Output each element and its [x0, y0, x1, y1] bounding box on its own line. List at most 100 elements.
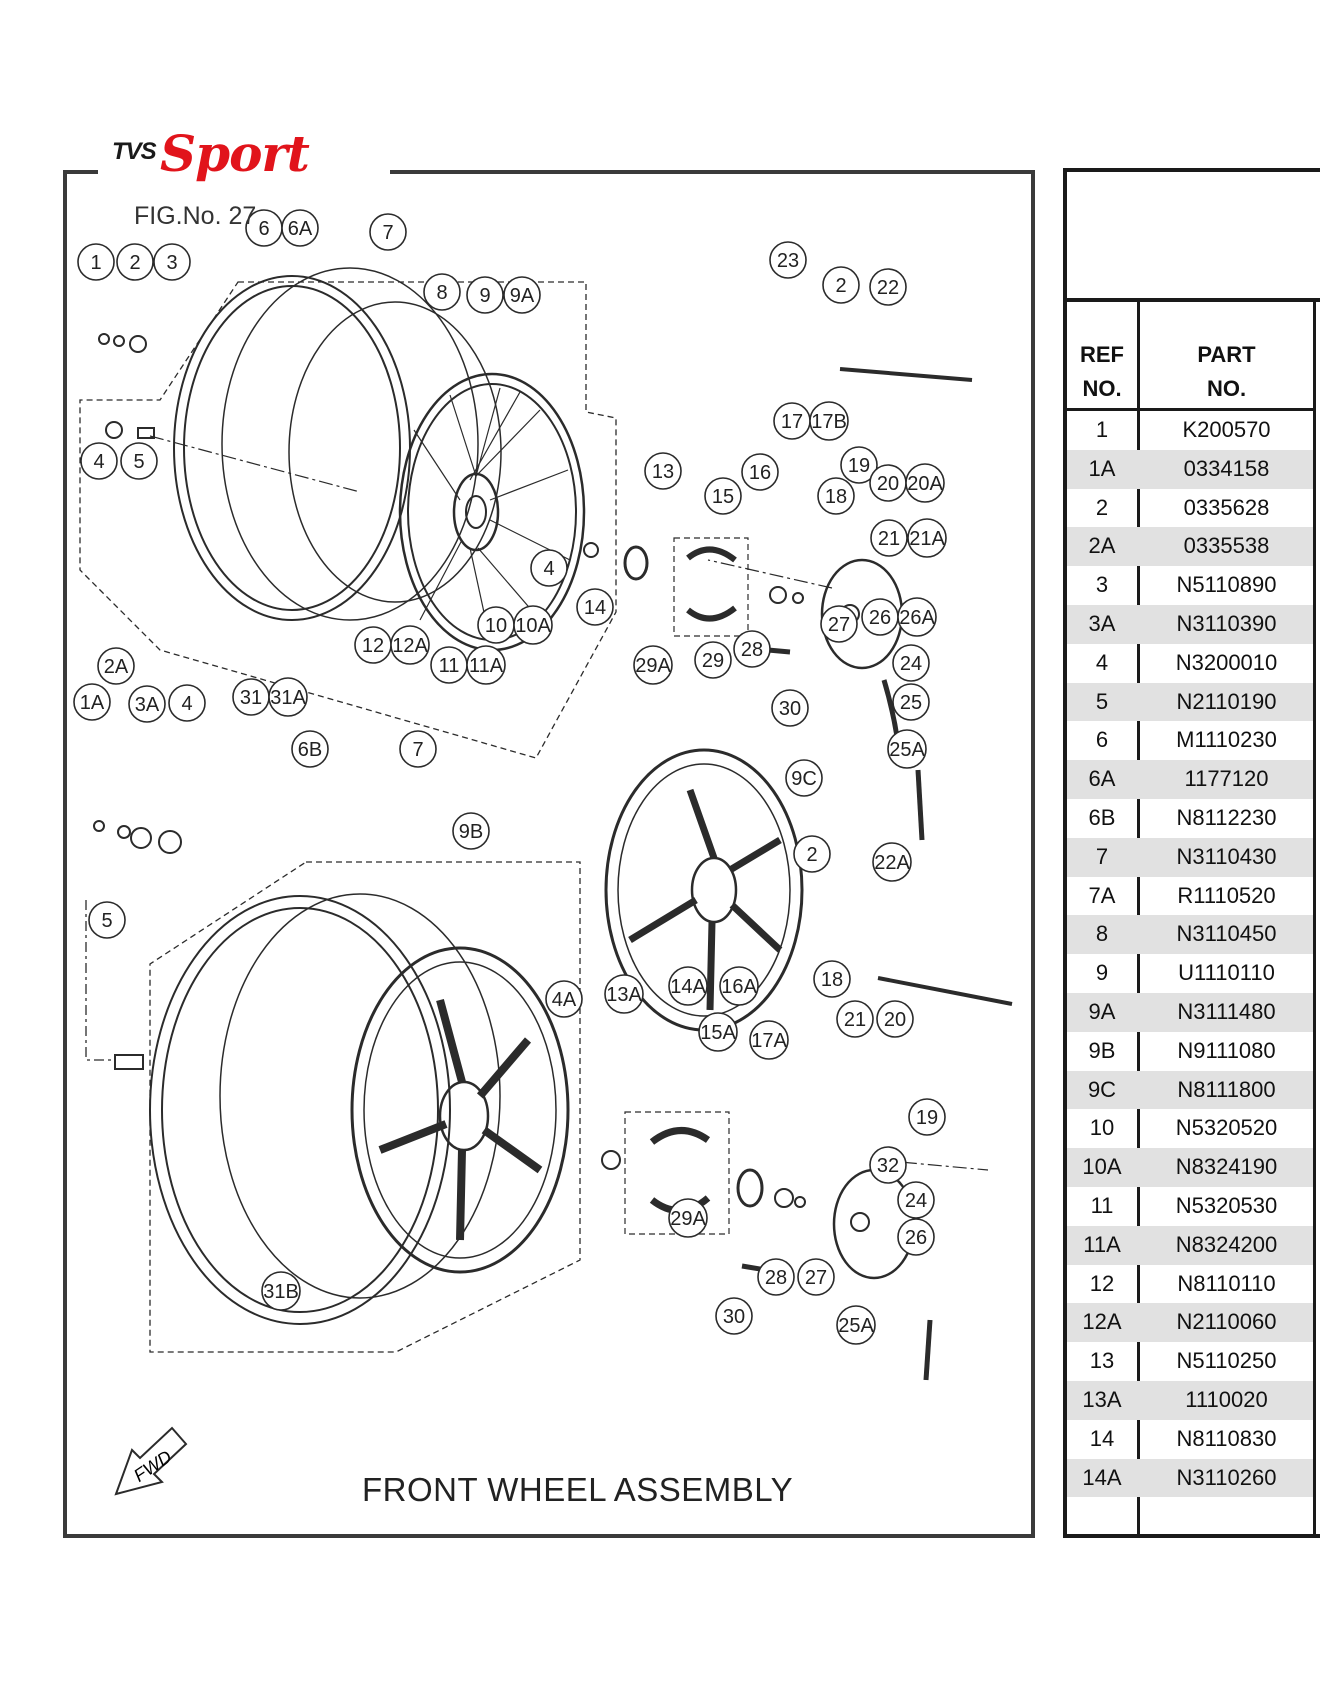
callout-label: 11	[439, 655, 460, 677]
callout-balloon: 26	[861, 598, 899, 636]
lower-wheel-rim	[350, 946, 570, 1274]
callout-balloon: 25	[892, 683, 930, 721]
part-no-cell: N3110430	[1176, 843, 1277, 869]
part-no-cell: 0335628	[1183, 494, 1270, 520]
callout-balloon: 4A	[545, 980, 583, 1018]
callout-balloon: 2	[822, 266, 860, 304]
callout-label: 22	[877, 277, 899, 299]
diagram-frame	[63, 170, 1035, 1538]
callout-balloon: 4	[80, 442, 118, 480]
callout-balloon: 31	[232, 678, 270, 716]
callout-label: 17A	[751, 1030, 787, 1052]
callout-label: 1A	[80, 692, 105, 714]
callout-balloon: 32	[869, 1146, 907, 1184]
callout-balloon: 25A	[836, 1305, 876, 1345]
ref-no-cell: 11A	[1083, 1231, 1121, 1257]
callout-balloon: 21	[870, 519, 908, 557]
callout-balloon: 29A	[633, 645, 673, 685]
callout-balloon: 15A	[698, 1012, 738, 1052]
callout-label: 31B	[263, 1281, 299, 1303]
figure-number: FIG.No. 27	[134, 202, 257, 230]
callout-label: 30	[779, 698, 801, 720]
callout-balloon: 21A	[907, 518, 947, 558]
header-rule	[1067, 408, 1313, 411]
callout-balloon: 27	[820, 605, 858, 643]
callout-label: 17	[781, 411, 803, 433]
callout-balloon: 20A	[905, 463, 945, 503]
callout-label: 21	[844, 1009, 866, 1031]
callout-label: 16A	[721, 976, 757, 998]
callout-label: 4A	[552, 989, 577, 1011]
callout-label: 31	[240, 687, 262, 709]
lower-wheel-tyre	[149, 893, 501, 1325]
callout-label: 18	[821, 969, 843, 991]
callout-label: 7	[382, 222, 393, 244]
part-no-cell: N8111800	[1177, 1076, 1276, 1102]
callout-label: 13	[652, 461, 674, 483]
callout-label: 30	[723, 1306, 745, 1328]
ref-no-cell: 9C	[1087, 1076, 1117, 1102]
ref-no-cell: 3	[1095, 572, 1109, 598]
callout-balloon: 16A	[719, 966, 759, 1006]
callout-label: 19	[916, 1107, 938, 1129]
callout-balloon: 9C	[785, 759, 823, 797]
part-no-cell: 0334158	[1183, 455, 1270, 481]
callout-balloon: 19	[840, 446, 878, 484]
callout-label: 6A	[288, 218, 313, 240]
callout-label: 22A	[874, 852, 910, 874]
callout-label: 24	[905, 1190, 927, 1212]
header-part-line1: PART	[1197, 342, 1256, 367]
table-row: 9C N8111800	[1067, 1070, 1313, 1110]
callout-balloon: 12A	[390, 625, 430, 665]
column-divider	[1313, 298, 1316, 1534]
callout-balloon: 5	[88, 901, 126, 939]
callout-label: 3	[166, 252, 177, 274]
callout-label: 29A	[635, 655, 671, 677]
callout-label: 2	[129, 252, 140, 274]
callout-balloon: 10A	[513, 605, 553, 645]
cast-wheel-9c	[604, 748, 804, 1032]
callout-label: 5	[133, 451, 144, 473]
upper-wheel-tyre	[173, 267, 502, 621]
brand-logo: TVS Sport	[98, 124, 390, 190]
callout-balloon: 9	[466, 276, 504, 314]
callout-balloon: 7	[399, 730, 437, 768]
part-no-cell: N5110250	[1176, 1348, 1277, 1374]
callout-label: 28	[741, 639, 763, 661]
part-no-cell: N3110450	[1176, 921, 1277, 947]
ref-no-cell: 2A	[1088, 533, 1116, 559]
callout-label: 10	[485, 615, 507, 637]
part-no-cell: N9111080	[1177, 1037, 1276, 1063]
part-no-cell: R1110520	[1177, 882, 1276, 908]
callout-balloon: 26A	[897, 597, 937, 637]
part-no-cell: N8110830	[1176, 1425, 1277, 1451]
callout-label: 9	[479, 285, 490, 307]
ref-no-cell: 9	[1095, 960, 1109, 986]
header-ref-no: REF NO.	[1067, 338, 1137, 406]
ref-no-cell: 1A	[1088, 455, 1116, 481]
callout-balloon: 16	[741, 453, 779, 491]
callout-label: 4	[543, 558, 554, 580]
callout-balloon: 11A	[466, 645, 506, 685]
ref-no-cell: 9A	[1088, 998, 1116, 1024]
callout-balloon: 31A	[268, 677, 308, 717]
callout-label: 21	[878, 528, 900, 550]
callout-label: 23	[777, 250, 799, 272]
callout-balloon: 8	[423, 273, 461, 311]
callout-balloon: 14	[576, 588, 614, 626]
callout-balloon: 25A	[887, 729, 927, 769]
callout-balloon: 17A	[749, 1020, 789, 1060]
fwd-arrow-icon	[114, 1426, 188, 1496]
assembly-title: FRONT WHEEL ASSEMBLY	[362, 1471, 794, 1508]
callout-balloon: 17	[773, 402, 811, 440]
callout-label: 15	[712, 486, 734, 508]
callout-label: 2A	[104, 656, 129, 678]
